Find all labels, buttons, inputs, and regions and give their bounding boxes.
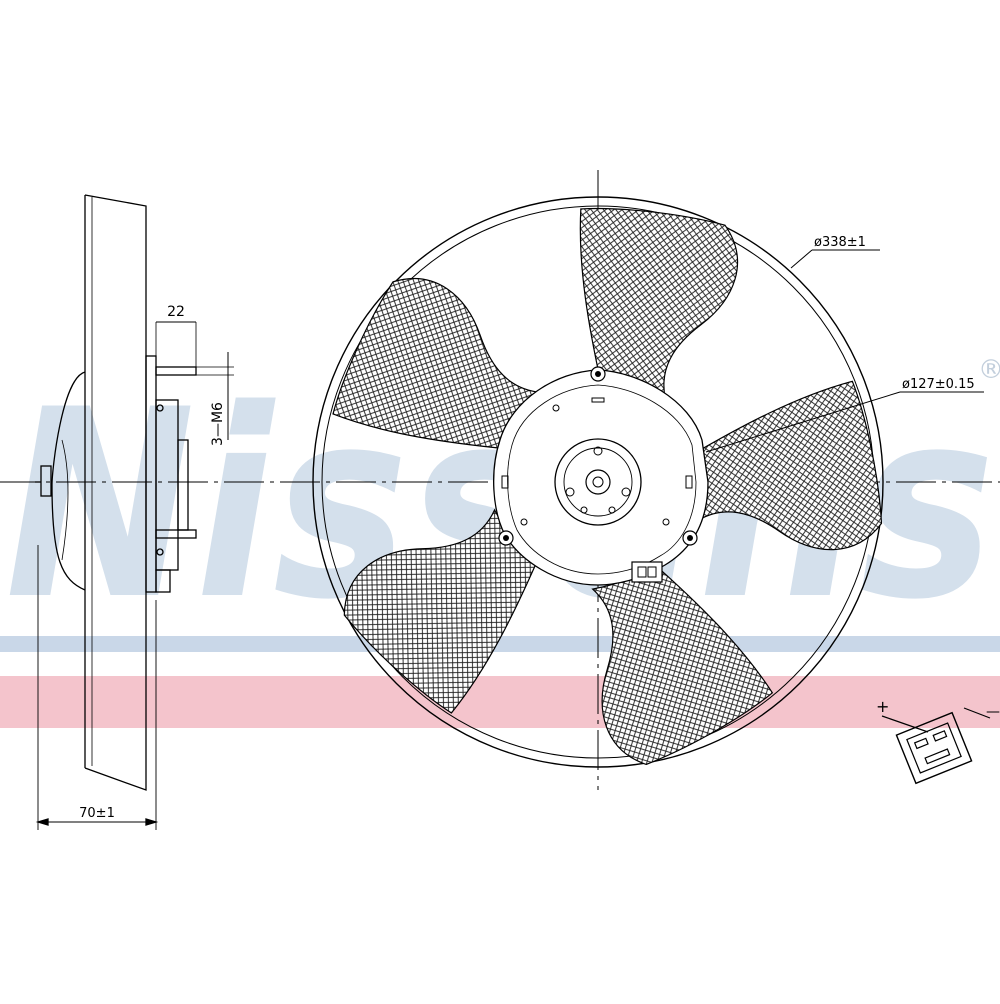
fan-blades: [332, 207, 883, 766]
watermark-stripe-blue: [0, 636, 1000, 652]
motor-body: [51, 371, 86, 591]
dim-bolt-length: 22: [167, 304, 185, 320]
dim-fan-diameter: ø338±1: [814, 235, 866, 250]
registered-mark: ®: [978, 355, 1000, 385]
shaft-end: [40, 465, 52, 497]
fan-blade: [591, 561, 774, 766]
dim-hub-diameter: ø127±0.15: [902, 377, 975, 392]
watermark-stripe-red: [0, 676, 1000, 728]
front-view: [312, 170, 984, 790]
dim-depth: 70±1: [79, 806, 115, 821]
hub-center: [585, 469, 611, 495]
fan-blade: [343, 508, 540, 714]
side-view: [35, 194, 234, 830]
connector-plus: +: [876, 697, 889, 716]
bolt: [155, 366, 197, 376]
connector-detail: [881, 707, 991, 785]
dim-thread: 3—M6: [210, 402, 226, 446]
fan-outer-ring: [312, 196, 884, 768]
hub-connector: [631, 561, 663, 583]
bolt: [155, 529, 197, 539]
connector-minus: —: [986, 704, 1000, 720]
